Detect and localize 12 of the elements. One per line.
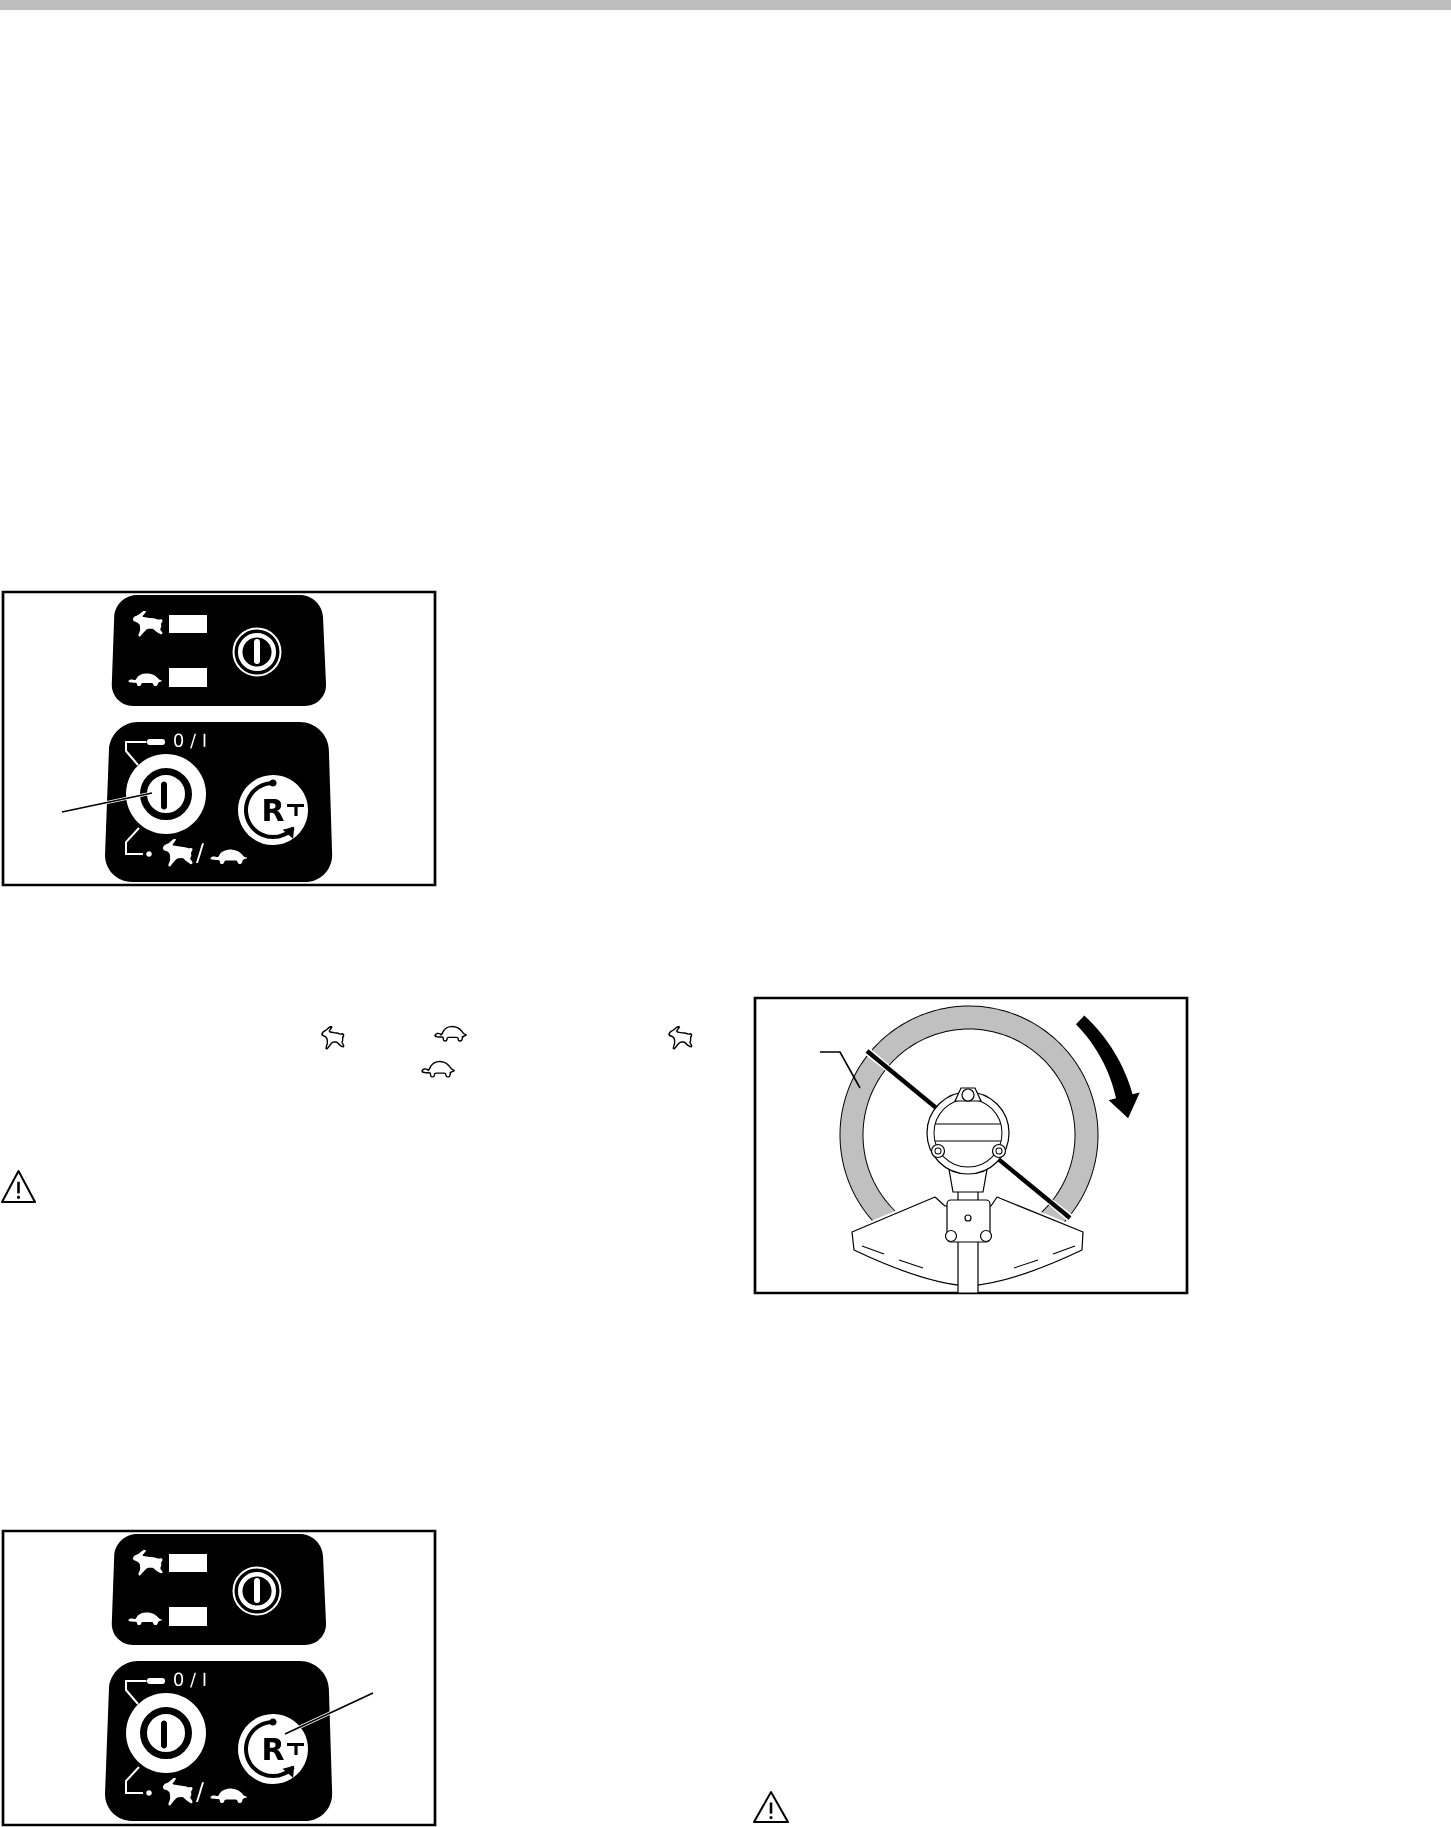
switch-button [126,754,206,834]
leader-line [819,1051,861,1089]
slash-label: / [195,1782,205,1802]
leader-line [284,1691,374,1736]
leader-line [61,791,153,814]
reset-button: R [238,1714,308,1784]
switch-button [126,1693,206,1773]
shaded-ring [839,1005,1099,1223]
switch-label: 0 / I [174,733,206,749]
switch-label: 0 / I [174,1672,206,1688]
reset-button: R [238,775,308,845]
slash-label: / [195,843,205,863]
